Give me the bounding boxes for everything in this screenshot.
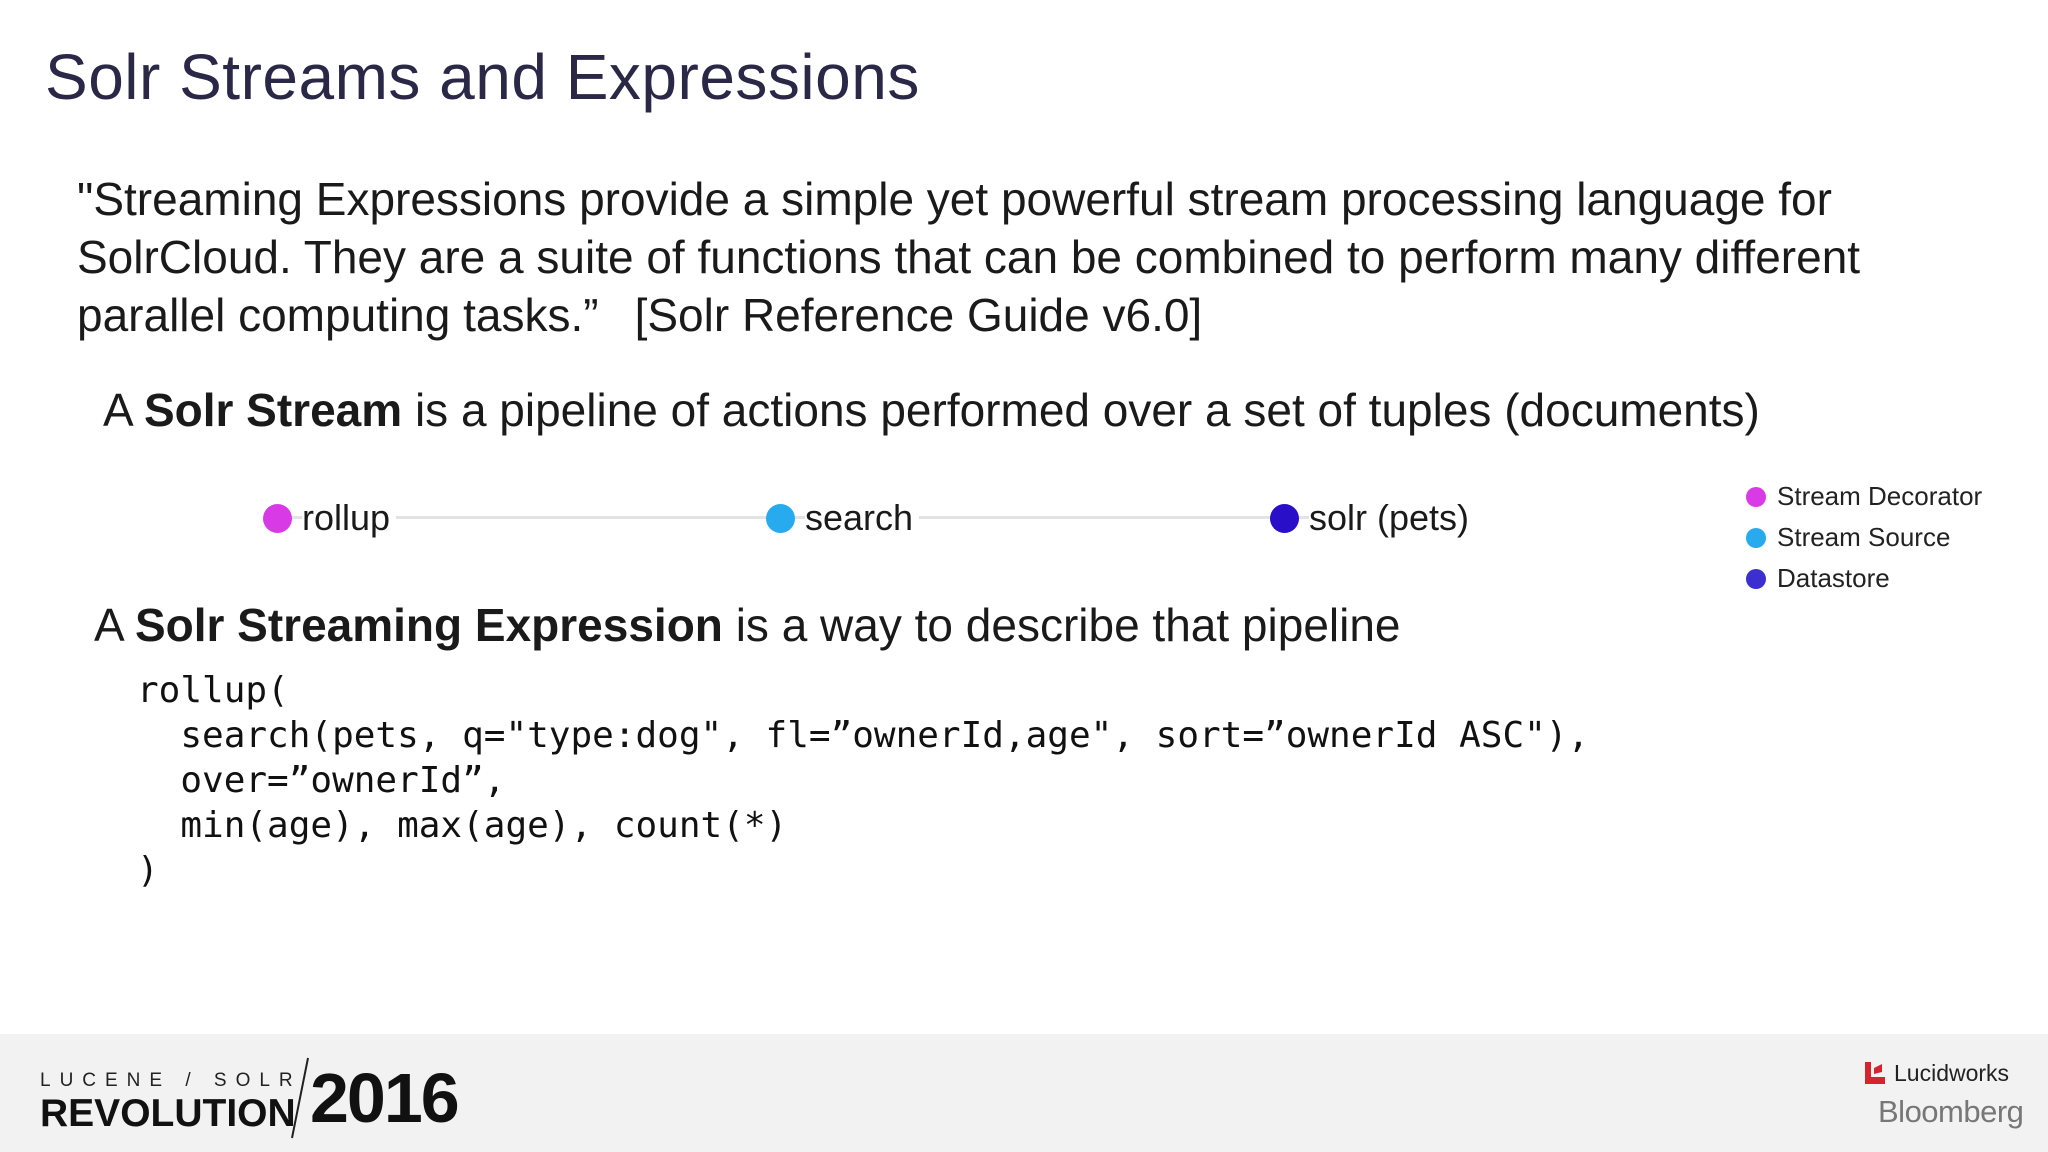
legend-label-datastore: Datastore [1777, 563, 1890, 593]
legend-dot-datastore [1746, 568, 1766, 589]
node-label-rollup: rollup [302, 497, 397, 539]
legend-item-datastore: Datastore [1746, 558, 1982, 599]
pipeline-node-search: search [766, 490, 920, 546]
footer-bar: LUCENE / SOLR REVOLUTION 2016 Lucidworks… [0, 1034, 2048, 1152]
pipeline-diagram: rollup search solr (pets) [260, 490, 1500, 550]
node-label-search: search [805, 497, 920, 539]
brand-revolution: REVOLUTION [40, 1092, 296, 1135]
stream-statement-prefix: A [103, 384, 132, 436]
brand-year: 2016 [310, 1059, 460, 1137]
brand-lucene-solr: LUCENE / SOLR [40, 1070, 302, 1091]
quote-citation: [Solr Reference Guide v6.0] [634, 289, 1203, 341]
stream-statement-rest: is a pipeline of actions performed over … [414, 384, 1760, 436]
node-dot-solr [1270, 503, 1299, 533]
node-label-solr: solr (pets) [1309, 497, 1476, 539]
sponsor-bloomberg: Bloomberg [1878, 1094, 2024, 1129]
pipeline-node-rollup: rollup [263, 490, 397, 546]
code-block: rollup( search(pets, q="type:dog", fl=”o… [137, 668, 1589, 893]
stream-statement-bold: Solr Stream [143, 384, 403, 436]
quote-block: "Streaming Expressions provide a simple … [77, 170, 2017, 344]
expression-statement-rest: is a way to describe that pipeline [735, 599, 1401, 651]
sponsor-lucidworks: Lucidworks [1894, 1060, 2010, 1086]
legend-dot-source [1746, 527, 1766, 548]
legend-dot-decorator [1746, 486, 1766, 507]
pipeline-node-solr: solr (pets) [1270, 490, 1476, 546]
code-line: search(pets, q="type:dog", fl=”ownerId,a… [137, 715, 1590, 756]
lucidworks-logo-icon [1865, 1062, 1885, 1084]
slide-title: Solr Streams and Expressions [45, 41, 920, 113]
stream-statement: A Solr Stream is a pipeline of actions p… [103, 383, 1760, 437]
code-line: rollup( [137, 670, 289, 711]
legend: Stream Decorator Stream Source Datastore [1746, 476, 1982, 599]
legend-item-decorator: Stream Decorator [1746, 476, 1982, 517]
expression-statement: A Solr Streaming Expression is a way to … [94, 598, 1401, 652]
code-line: over=”ownerId”, [137, 760, 506, 801]
code-line: min(age), max(age), count(*) [137, 805, 788, 846]
quote-text: "Streaming Expressions provide a simple … [77, 173, 1861, 341]
legend-item-source: Stream Source [1746, 517, 1982, 558]
legend-label-decorator: Stream Decorator [1777, 481, 1983, 511]
expression-statement-bold: Solr Streaming Expression [134, 599, 723, 651]
node-dot-rollup [263, 503, 292, 533]
brand-slash-icon [291, 1057, 309, 1139]
code-line: ) [137, 850, 159, 891]
node-dot-search [766, 503, 795, 533]
expression-statement-prefix: A [94, 599, 123, 651]
legend-label-source: Stream Source [1777, 522, 1951, 552]
